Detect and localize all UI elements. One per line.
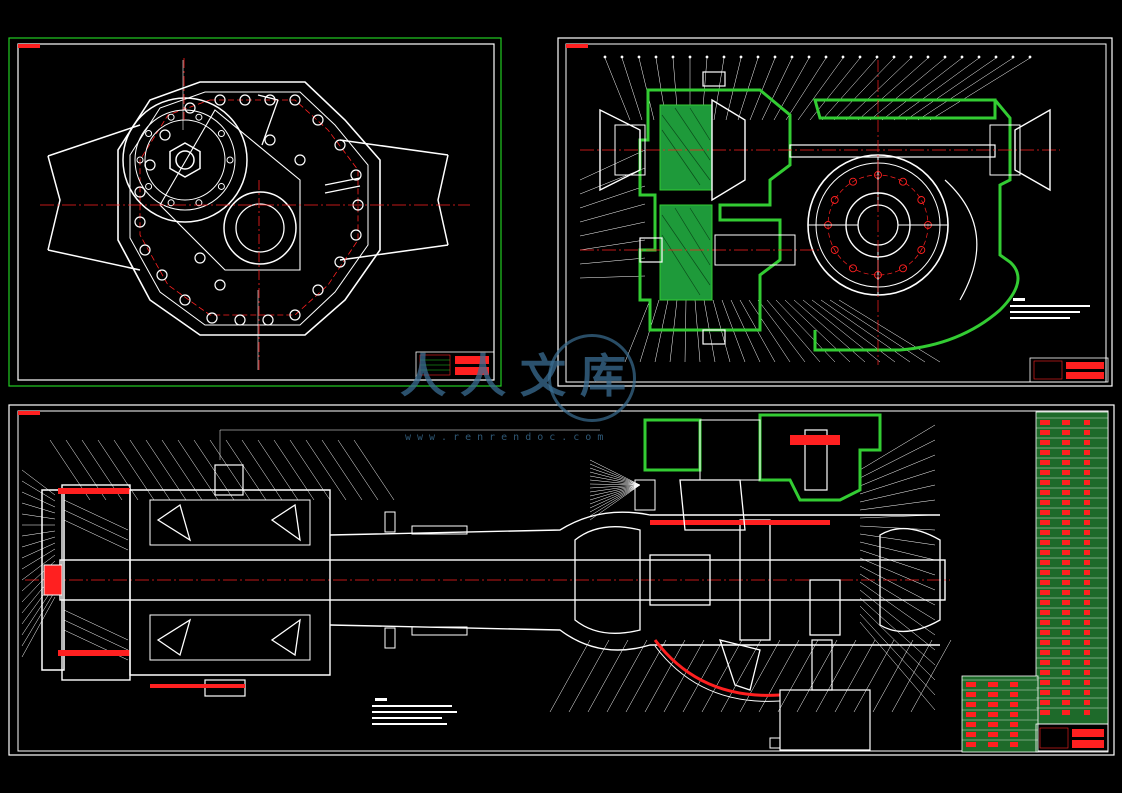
parts-list-rows <box>962 417 1108 747</box>
rib-top-2 <box>261 99 279 146</box>
right-flange <box>1014 108 1051 192</box>
vertical-shaft-lower <box>811 639 833 691</box>
main-section-notes <box>372 698 457 725</box>
upper-bearing-housing <box>149 499 311 546</box>
drain-plug <box>769 737 781 749</box>
diff-pinion <box>809 579 841 636</box>
housing-red-section <box>653 639 781 697</box>
upper-gear-inner <box>134 109 236 211</box>
hub-top-red-strip <box>58 488 130 494</box>
vertical-shaft-red <box>790 435 840 445</box>
bolt-circle-line <box>139 99 359 316</box>
rib-right-2 <box>324 185 361 194</box>
main-section-leader-lines <box>21 424 952 713</box>
upper-gear-outer <box>122 97 248 223</box>
lower-shaft <box>714 234 796 266</box>
top-section-outer-frame <box>557 37 1113 387</box>
tube-clamp-bottom <box>411 626 468 636</box>
upper-shaft <box>175 150 195 170</box>
hub-cap <box>41 489 65 671</box>
side-fitting <box>634 479 656 511</box>
bevel-gear <box>711 98 746 202</box>
housing-arms <box>47 124 449 271</box>
end-view-inner-frame <box>17 43 495 381</box>
end-view <box>8 37 502 387</box>
end-view-title-block <box>415 351 495 381</box>
axle-tube-top <box>329 511 940 536</box>
top-section-title-block <box>1029 357 1109 383</box>
main-section-title-block <box>1035 723 1109 753</box>
left-side-plug <box>639 237 663 263</box>
upper-casing-center <box>699 419 761 481</box>
right-housing-top <box>813 98 997 120</box>
top-section-notes <box>1010 298 1090 319</box>
top-section-corner-tag <box>566 44 588 48</box>
left-bulge <box>574 526 641 634</box>
hub-bottom-red-strip <box>58 650 130 656</box>
bearing-c <box>156 618 192 657</box>
top-fitting <box>214 464 244 496</box>
stud-top <box>384 511 396 533</box>
right-housing-shell <box>813 99 1020 352</box>
top-plug <box>702 71 726 87</box>
tube-clamp-top <box>411 525 468 535</box>
upper-gear-hub <box>144 119 226 201</box>
housing-outline <box>117 81 381 336</box>
lower-bevel-gear <box>719 639 761 691</box>
chain-case <box>159 109 301 271</box>
top-section-leader-lines <box>603 55 1032 121</box>
diff-red-line <box>650 520 830 525</box>
right-bearing <box>989 124 1021 176</box>
housing-inner-outline <box>129 91 369 326</box>
bottom-plug <box>702 329 726 345</box>
right-bulge <box>879 527 941 633</box>
lower-bore-outer <box>223 191 297 265</box>
top-section-leader-lines-left <box>579 149 646 279</box>
lower-bearing-housing <box>149 614 311 661</box>
housing-lower-line <box>654 645 781 702</box>
upper-casing-right <box>758 413 882 502</box>
bearing-a <box>156 503 192 542</box>
rib-right <box>324 177 361 186</box>
flywheel-sweep <box>944 179 978 301</box>
diff-left-gear <box>649 554 711 606</box>
rib-top <box>257 94 279 101</box>
lower-casing <box>779 689 871 751</box>
stud-bottom <box>384 627 396 649</box>
top-section-inner-frame <box>565 43 1107 383</box>
brake-drum-housing <box>129 489 331 676</box>
top-section-view <box>557 37 1113 387</box>
end-view-corner-tag <box>18 44 40 48</box>
left-bearing <box>614 124 646 176</box>
main-section-view <box>8 404 1115 756</box>
end-view-outer-frame <box>8 37 502 387</box>
bottom-red-mark <box>150 684 245 688</box>
vertical-shaft-upper <box>804 429 828 491</box>
rim-bolt-holes <box>134 94 364 326</box>
upper-gear-bolt-holes <box>136 113 234 207</box>
bearing-b <box>270 503 301 542</box>
axle-tube-bottom <box>329 624 940 651</box>
left-flange <box>599 108 641 192</box>
lower-bore-inner <box>235 203 285 253</box>
upper-shaft-nut <box>169 142 201 178</box>
hub-nut <box>43 564 63 596</box>
cross-shaft <box>789 144 996 158</box>
watermark-logo-ring <box>548 334 636 422</box>
main-section-corner-tag <box>18 411 40 415</box>
left-gearbox-housing <box>638 88 792 332</box>
bearing-d <box>270 618 301 657</box>
